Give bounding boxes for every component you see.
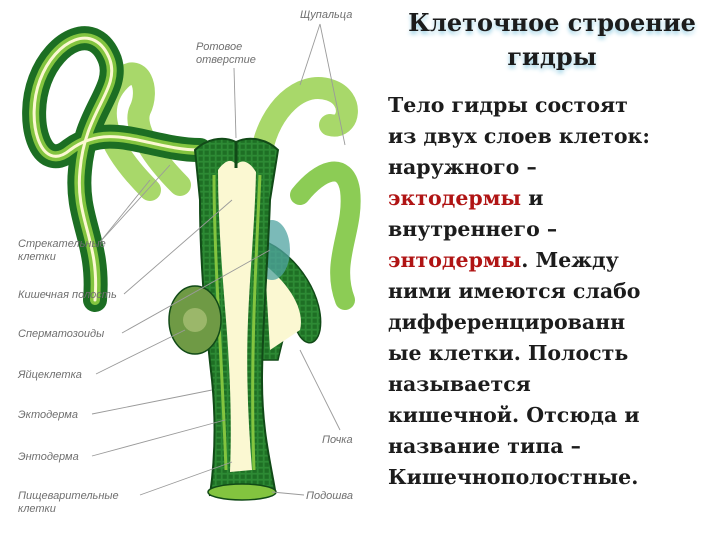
body-part3: . Между ними имеются слабо дифференциров… <box>388 248 641 489</box>
body-part2: и внутреннего – <box>388 186 558 241</box>
svg-text:Эктодерма: Эктодерма <box>18 409 78 421</box>
slide-body-text: Тело гидры состоят из двух слоев клеток:… <box>388 90 716 493</box>
label-ectoderm: Эктодерма <box>18 389 213 421</box>
label-sperm: Сперматозоиды <box>18 249 271 340</box>
svg-text:клетки: клетки <box>18 251 56 263</box>
gut-cavity <box>218 160 256 472</box>
svg-text:отверстие: отверстие <box>196 54 256 66</box>
label-bud: Почка <box>299 349 353 446</box>
svg-text:Ротовое: Ротовое <box>196 41 242 53</box>
tentacle-bud <box>290 161 361 310</box>
svg-text:Яйцеклетка: Яйцеклетка <box>17 369 82 381</box>
svg-text:Кишечная полость: Кишечная полость <box>18 289 117 301</box>
slide-title: Клеточное строение гидры <box>384 6 720 74</box>
label-egg: Яйцеклетка <box>17 329 186 381</box>
label-tentacles: Щупальца <box>299 9 352 146</box>
hydra-body <box>168 137 280 501</box>
label-foot: Подошва <box>271 490 353 502</box>
svg-text:клетки: клетки <box>18 503 56 515</box>
label-stinging-cells: Стрекательные клетки <box>18 164 171 263</box>
term-endoderm: энтодермы <box>388 248 522 272</box>
tentacle-group <box>22 26 361 312</box>
slide-title-line2: гидры <box>507 42 597 71</box>
label-mouth: Ротовое отверстие <box>196 41 256 139</box>
svg-text:Подошва: Подошва <box>306 490 353 502</box>
label-digestive-cells: Пищеварительные клетки <box>18 461 233 515</box>
label-endoderm: Энтодерма <box>18 419 226 463</box>
label-gut-cavity: Кишечная полость <box>18 199 233 301</box>
term-ectoderm: эктодермы <box>388 186 522 210</box>
hydra-diagram: Щупальца Ротовое отверстие Стрекательные… <box>17 9 361 515</box>
foot-basal-disc <box>207 483 277 501</box>
svg-text:Пищеварительные: Пищеварительные <box>18 490 119 502</box>
svg-text:Сперматозоиды: Сперматозоиды <box>18 328 104 340</box>
svg-text:Щупальца: Щупальца <box>300 9 352 21</box>
endoderm-line-right <box>251 174 262 471</box>
svg-text:Энтодерма: Энтодерма <box>18 451 79 463</box>
svg-text:Почка: Почка <box>322 434 353 446</box>
svg-text:Стрекательные: Стрекательные <box>18 238 106 250</box>
slide-title-line1: Клеточное строение <box>408 8 696 37</box>
tentacle-back-right <box>251 77 358 161</box>
body-part1: Тело гидры состоят из двух слоев клеток:… <box>388 93 650 179</box>
bud <box>254 220 322 361</box>
